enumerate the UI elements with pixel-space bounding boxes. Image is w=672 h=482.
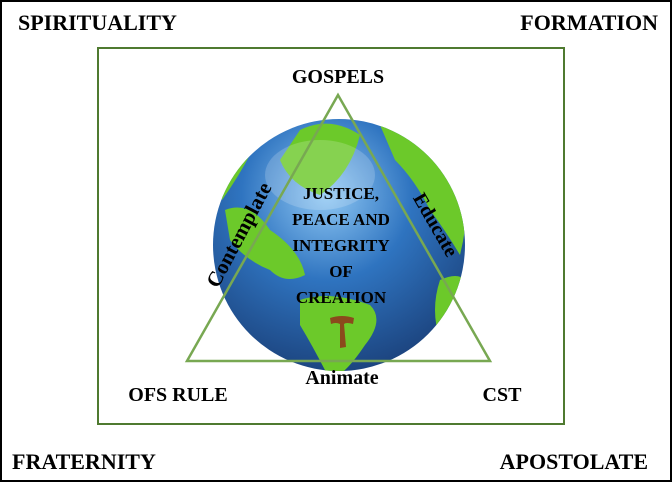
center-line: PEACE AND [292, 210, 390, 229]
tau-cross-icon [330, 316, 354, 348]
label-apostolate: APOSTOLATE [500, 449, 648, 474]
center-line: CREATION [296, 288, 387, 307]
center-line: OF [329, 262, 353, 281]
label-fraternity: FRATERNITY [12, 449, 156, 474]
center-text: JUSTICE, PEACE AND INTEGRITY OF CREATION [292, 184, 390, 307]
label-formation: FORMATION [520, 10, 658, 35]
center-line: JUSTICE, [303, 184, 379, 203]
label-spirituality: SPIRITUALITY [18, 10, 177, 35]
triangle [184, 92, 493, 363]
center-line: INTEGRITY [292, 236, 389, 255]
label-ofs-rule: OFS RULE [128, 384, 227, 406]
label-animate: Animate [305, 367, 378, 389]
label-cst: CST [483, 384, 523, 406]
inner-frame [97, 47, 565, 425]
label-gospels: GOSPELS [292, 66, 384, 88]
